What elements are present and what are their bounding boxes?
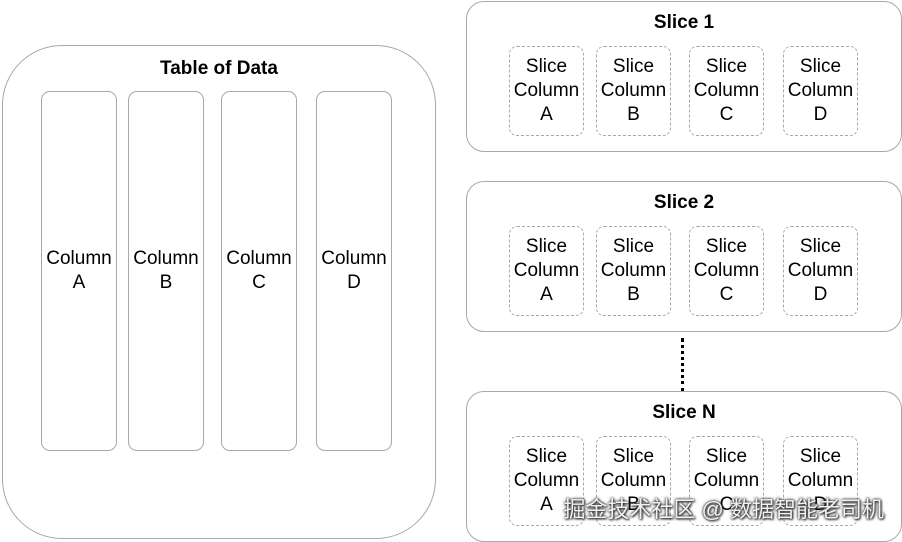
slice-column-label: Slice xyxy=(612,236,655,257)
slice-column-a: Slice Column A xyxy=(509,436,584,526)
slice-column-letter: A xyxy=(540,284,553,305)
slice-column-label: Slice xyxy=(799,446,842,467)
slice-column-label: Column xyxy=(513,470,580,491)
column-label: Column xyxy=(133,248,199,269)
slice-column-b: Slice Column B xyxy=(596,436,671,526)
slice-column-c: Slice Column C xyxy=(689,46,764,136)
column-letter: A xyxy=(72,272,86,293)
slice-column-label: Slice xyxy=(705,56,748,77)
column-b: Column B xyxy=(128,91,204,451)
slice-column-label: Slice xyxy=(705,236,748,257)
slice-column-letter: A xyxy=(540,494,553,515)
column-c: Column C xyxy=(221,91,297,451)
column-label: Column xyxy=(46,248,112,269)
slice-column-label: Column xyxy=(513,80,580,101)
slice-column-label: Column xyxy=(693,80,760,101)
slice-title: Slice 1 xyxy=(653,12,715,33)
table-of-data-box: Table of Data Column A Column B Column C… xyxy=(2,45,436,539)
continuation-dots xyxy=(681,338,688,392)
slice-column-letter: B xyxy=(627,284,640,305)
slice-column-letter: A xyxy=(540,104,553,125)
slice-column-label: Column xyxy=(693,470,760,491)
slice-column-label: Slice xyxy=(799,236,842,257)
slice-column-label: Column xyxy=(600,470,667,491)
column-d: Column D xyxy=(316,91,392,451)
slice-column-letter: D xyxy=(813,104,828,125)
slice-column-d: Slice Column D xyxy=(783,226,858,316)
column-a: Column A xyxy=(41,91,117,451)
watermark: 掘金技术社区 @ 数据智能老司机 xyxy=(563,497,884,522)
slice-column-label: Slice xyxy=(525,56,568,77)
table-title: Table of Data xyxy=(160,58,278,79)
slice-column-label: Column xyxy=(693,260,760,281)
slice-column-c: Slice Column C xyxy=(689,436,764,526)
slice-2-box: Slice 2 Slice Column A Slice Column B Sl… xyxy=(466,181,902,332)
slice-column-label: Column xyxy=(513,260,580,281)
slice-title: Slice N xyxy=(652,402,716,423)
slice-column-a: Slice Column A xyxy=(509,226,584,316)
slice-column-letter: C xyxy=(719,494,734,515)
slice-column-a: Slice Column A xyxy=(509,46,584,136)
slice-column-label: Slice xyxy=(799,56,842,77)
slice-column-label: Slice xyxy=(525,446,568,467)
slice-column-letter: B xyxy=(627,104,640,125)
slice-column-label: Column xyxy=(787,470,854,491)
slice-column-letter: B xyxy=(627,494,640,515)
slice-column-label: Column xyxy=(787,80,854,101)
slice-column-d: Slice Column D xyxy=(783,436,858,526)
slice-1-box: Slice 1 Slice Column A Slice Column B Sl… xyxy=(466,1,902,152)
slice-column-label: Column xyxy=(600,260,667,281)
slice-column-letter: D xyxy=(813,284,828,305)
slice-column-d: Slice Column D xyxy=(783,46,858,136)
slice-column-b: Slice Column B xyxy=(596,46,671,136)
column-letter: D xyxy=(347,272,361,293)
slice-column-letter: C xyxy=(719,104,734,125)
slice-title: Slice 2 xyxy=(653,192,715,213)
slice-column-letter: D xyxy=(813,494,828,515)
column-letter: B xyxy=(159,272,173,293)
slice-column-label: Column xyxy=(600,80,667,101)
slice-column-b: Slice Column B xyxy=(596,226,671,316)
slice-column-label: Column xyxy=(787,260,854,281)
column-label: Column xyxy=(226,248,292,269)
column-label: Column xyxy=(321,248,387,269)
slice-n-box: Slice N Slice Column A Slice Column B Sl… xyxy=(466,391,902,542)
slice-column-label: Slice xyxy=(612,446,655,467)
slice-column-letter: C xyxy=(719,284,734,305)
slice-column-label: Slice xyxy=(525,236,568,257)
column-letter: C xyxy=(252,272,266,293)
slice-column-c: Slice Column C xyxy=(689,226,764,316)
slice-column-label: Slice xyxy=(612,56,655,77)
slice-column-label: Slice xyxy=(705,446,748,467)
